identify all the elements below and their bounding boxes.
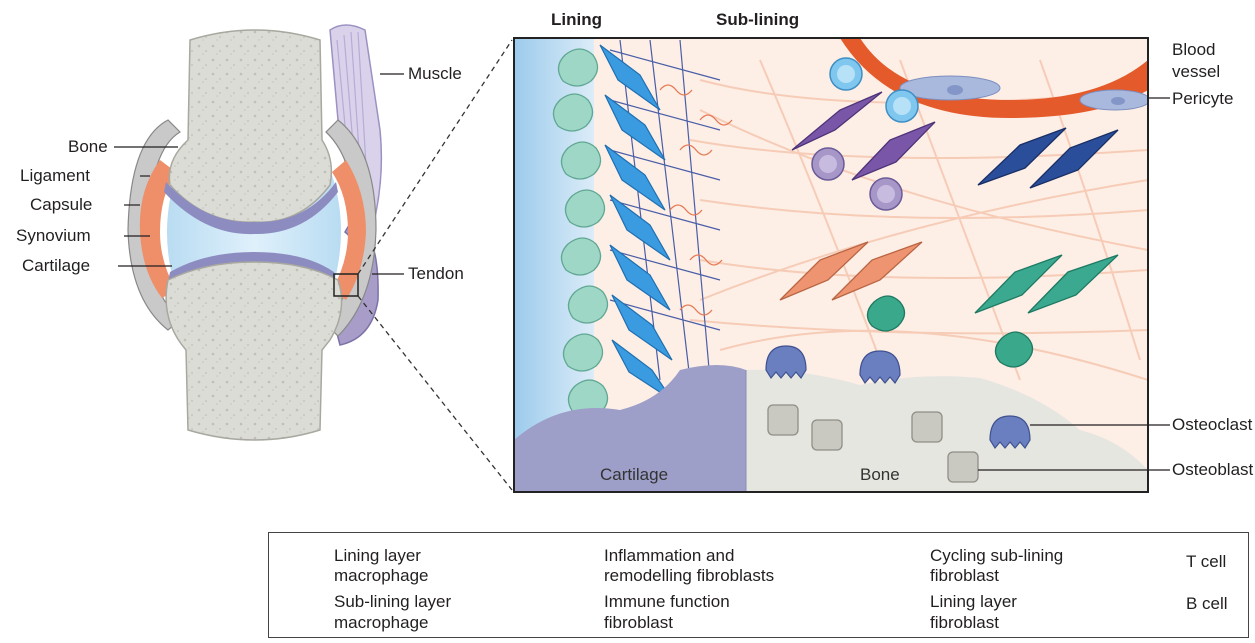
label-zoom-bone: Bone: [860, 465, 900, 485]
label-osteoblast: Osteoblast: [1172, 460, 1253, 480]
header-sub-lining: Sub-lining: [716, 10, 799, 30]
legend-inflammation-fibroblast-line1: Inflammation and: [604, 546, 734, 566]
upper-bone: [169, 30, 331, 222]
lower-bone: [166, 262, 341, 440]
label-osteoclast: Osteoclast: [1172, 415, 1252, 435]
label-synovium: Synovium: [16, 226, 91, 246]
legend-lining-fibroblast-line2: fibroblast: [930, 613, 999, 633]
legend-immune-fibroblast-line2: fibroblast: [604, 613, 673, 633]
label-pericyte: Pericyte: [1172, 89, 1233, 109]
legend-t-cell-label: T cell: [1186, 552, 1226, 572]
zoom-panel: [514, 38, 1150, 492]
header-lining: Lining: [551, 10, 602, 30]
label-cartilage: Cartilage: [22, 256, 90, 276]
label-zoom-cartilage: Cartilage: [600, 465, 668, 485]
legend-lining-macrophage-line1: Lining layer: [334, 546, 421, 566]
label-tendon: Tendon: [408, 264, 464, 284]
legend-cycling-fibroblast-line2: fibroblast: [930, 566, 999, 586]
legend-inflammation-fibroblast-line2: remodelling fibroblasts: [604, 566, 774, 586]
label-muscle: Muscle: [408, 64, 462, 84]
label-bone: Bone: [68, 137, 108, 157]
label-blood-vessel-line2: vessel: [1172, 62, 1220, 82]
legend-immune-fibroblast-line1: Immune function: [604, 592, 730, 612]
label-ligament: Ligament: [20, 166, 90, 186]
legend-lining-fibroblast-line1: Lining layer: [930, 592, 1017, 612]
legend-sublining-macrophage-line1: Sub-lining layer: [334, 592, 451, 612]
legend-b-cell-label: B cell: [1186, 594, 1228, 614]
legend-cycling-fibroblast-line1: Cycling sub-lining: [930, 546, 1063, 566]
joint-illustration: [114, 25, 512, 490]
label-capsule: Capsule: [30, 195, 92, 215]
label-blood-vessel-line1: Blood: [1172, 40, 1215, 60]
legend-lining-macrophage-line2: macrophage: [334, 566, 429, 586]
legend-sublining-macrophage-line2: macrophage: [334, 613, 429, 633]
